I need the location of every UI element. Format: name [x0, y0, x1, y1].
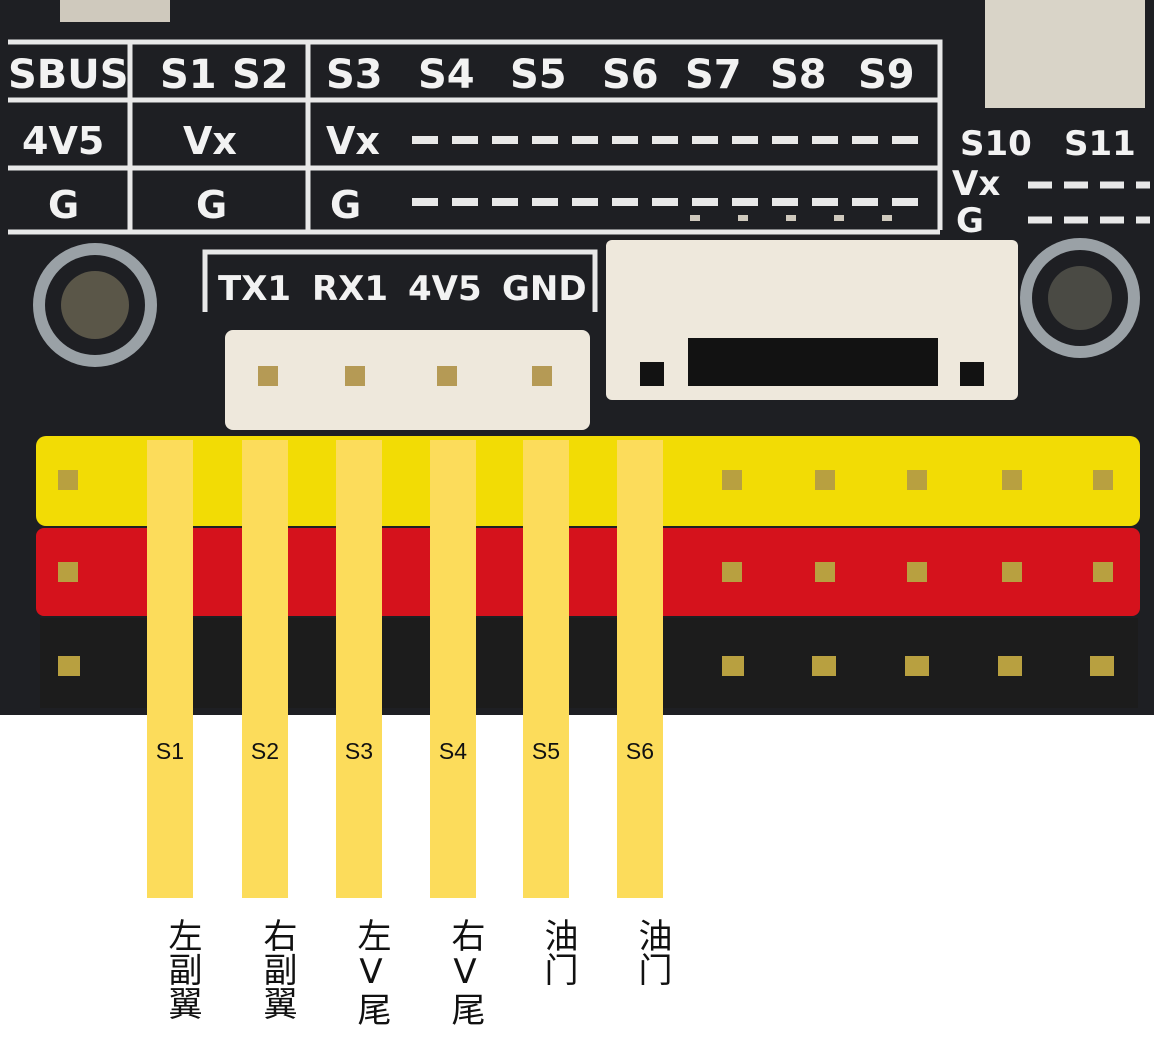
- uart-labels: TX1 RX1 4V5 GND: [218, 269, 587, 309]
- label-s7: S7: [685, 52, 742, 98]
- label-rx1: RX1: [312, 269, 388, 309]
- channel-label-s2: S2: [250, 738, 280, 764]
- top-left-component: [60, 0, 170, 22]
- function-label-throttle-1: 油门: [538, 918, 578, 986]
- right-mounting-screw: [1020, 238, 1140, 358]
- channel-strip-s6: [617, 440, 663, 898]
- label-s10: S10: [960, 124, 1032, 164]
- label-vx-s1s2: Vx: [183, 119, 237, 163]
- function-label-left-vtail: 左V尾: [351, 918, 391, 1026]
- label-s6: S6: [602, 52, 659, 98]
- header-row-ground-labels: G G G: [48, 183, 361, 227]
- flight-controller-board-photo: SBUS S1 S2 S3 S4 S5 S6 S7 S8 S9 4V5 Vx V…: [0, 0, 1154, 715]
- label-vx-right: Vx: [952, 164, 1000, 204]
- uart-connector: [225, 330, 590, 430]
- pin-header-signal-row: [36, 436, 1140, 526]
- channel-strip-s3: [336, 440, 382, 898]
- channel-label-s5: S5: [531, 738, 561, 764]
- pin-header-ground-row: [40, 618, 1138, 708]
- label-g-sbus: G: [48, 183, 79, 227]
- label-tx1: TX1: [218, 269, 291, 309]
- function-label-throttle-2: 油门: [632, 918, 672, 986]
- label-g-right: G: [956, 201, 984, 241]
- channel-label-s1: S1: [155, 738, 185, 764]
- header-row-voltage-labels: 4V5 Vx Vx: [22, 119, 380, 163]
- label-g-s1s2: G: [196, 183, 227, 227]
- label-s11: S11: [1064, 124, 1136, 164]
- channel-strip-s4: [430, 440, 476, 898]
- label-sbus: SBUS: [8, 52, 129, 98]
- top-right-component: [985, 0, 1145, 108]
- channel-label-s4: S4: [438, 738, 468, 764]
- label-s3: S3: [326, 52, 383, 98]
- channel-strip-s1: [147, 440, 193, 898]
- channel-strip-s5: [523, 440, 569, 898]
- silkscreen-outline: [8, 39, 943, 312]
- label-4v5-uart: 4V5: [408, 269, 482, 309]
- label-g-s3s9: G: [330, 183, 361, 227]
- function-label-right-vtail: 右V尾: [445, 918, 485, 1026]
- header-row-signal-labels: SBUS S1 S2 S3 S4 S5 S6 S7 S8 S9: [8, 52, 915, 98]
- channel-label-s6: S6: [625, 738, 655, 764]
- function-label-left-aileron: 左副翼: [162, 918, 202, 1020]
- label-gnd: GND: [502, 269, 587, 309]
- label-s4: S4: [418, 52, 475, 98]
- function-label-right-aileron: 右副翼: [257, 918, 297, 1020]
- label-s1: S1: [160, 52, 217, 98]
- right-side-labels: S10 S11 Vx G: [952, 124, 1136, 241]
- label-s5: S5: [510, 52, 567, 98]
- label-4v5: 4V5: [22, 119, 104, 163]
- channel-strip-s2: [242, 440, 288, 898]
- label-s2: S2: [232, 52, 289, 98]
- label-s8: S8: [770, 52, 827, 98]
- left-mounting-screw: [33, 243, 157, 367]
- jst-connector: [606, 215, 1018, 400]
- channel-label-s3: S3: [344, 738, 374, 764]
- pin-header-power-row: [36, 528, 1140, 616]
- label-s9: S9: [858, 52, 915, 98]
- label-vx-s3s9: Vx: [326, 119, 380, 163]
